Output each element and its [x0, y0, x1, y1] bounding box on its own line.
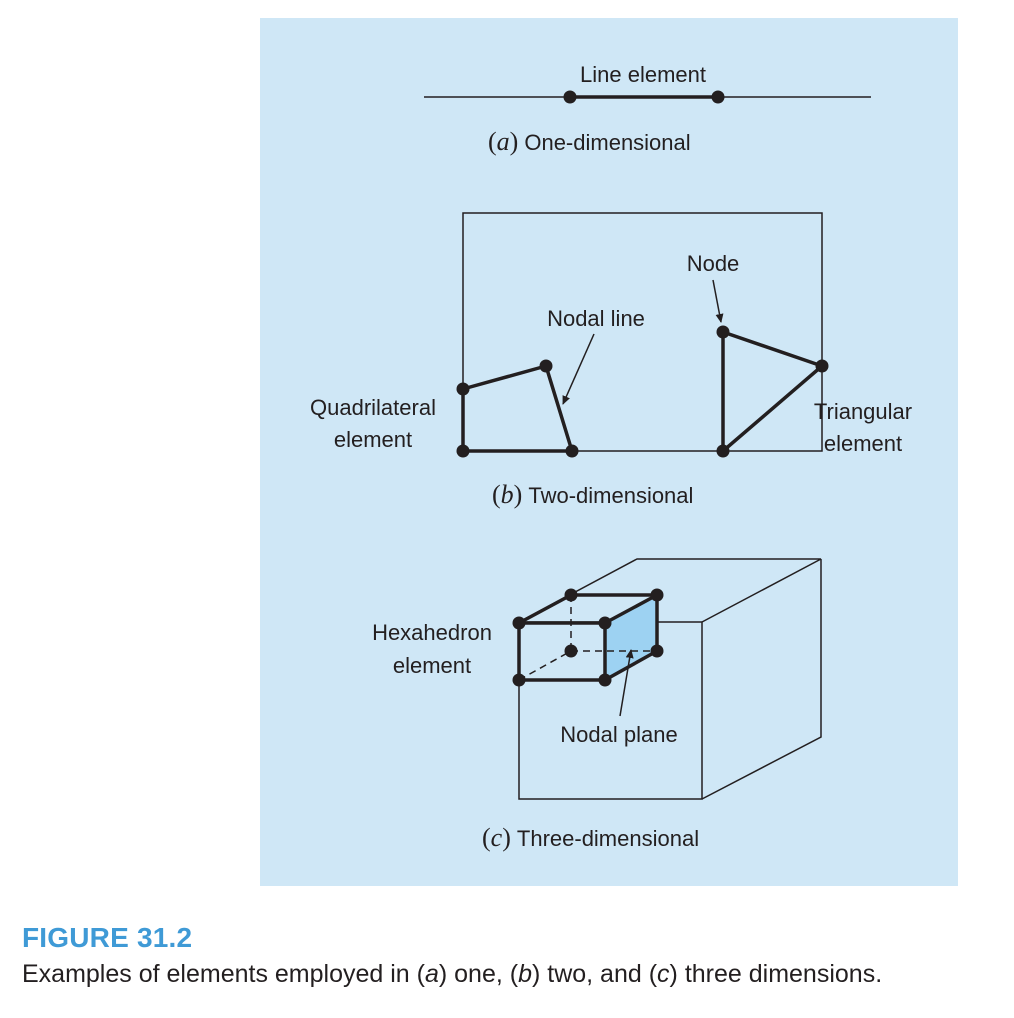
- node: [711, 90, 725, 104]
- node: [815, 359, 829, 373]
- nodal-plane-label: Nodal plane: [560, 722, 677, 747]
- node: [598, 616, 612, 630]
- triangular-label-line1: Triangular: [814, 399, 912, 424]
- two-dimensional-diagram: Node Nodal line Quadrilateral element Tr…: [310, 212, 912, 509]
- node: [650, 644, 664, 658]
- hexahedron-label-line2: element: [393, 653, 471, 678]
- node: [716, 325, 730, 339]
- nodal-line-pointer-arrow: [562, 333, 595, 405]
- triangular-label-line2: element: [824, 431, 902, 456]
- node: [456, 444, 470, 458]
- node: [564, 588, 578, 602]
- one-dimensional-diagram: Line element (a)One-dimensional: [424, 62, 871, 156]
- nodal-plane-pointer-arrow: [619, 649, 634, 717]
- node: [563, 90, 577, 104]
- node: [512, 673, 526, 687]
- domain-rectangle: [462, 212, 823, 452]
- three-dimensional-diagram: Hexahedron element Nodal plane (c)Three-…: [372, 558, 822, 852]
- node: [564, 644, 578, 658]
- domain-box-top: [518, 558, 822, 623]
- figure-title: FIGURE 31.2: [22, 922, 193, 953]
- node: [598, 673, 612, 687]
- node: [716, 444, 730, 458]
- node: [650, 588, 664, 602]
- node-pointer-arrow: [712, 279, 724, 323]
- node: [456, 382, 470, 396]
- caption-c: (c)Three-dimensional: [482, 823, 699, 852]
- line-element-label: Line element: [580, 62, 706, 87]
- nodal-line-label: Nodal line: [547, 306, 645, 331]
- node: [565, 444, 579, 458]
- domain-box-side: [701, 559, 822, 800]
- figure-caption: Examples of elements employed in (a) one…: [22, 960, 883, 988]
- caption-b: (b)Two-dimensional: [492, 480, 693, 509]
- figure-panel: [260, 18, 958, 886]
- node: [512, 616, 526, 630]
- node: [539, 359, 553, 373]
- hexahedron-label-line1: Hexahedron: [372, 620, 492, 645]
- node-label: Node: [687, 251, 740, 276]
- triangular-element: [721, 330, 824, 453]
- caption-a: (a)One-dimensional: [488, 127, 691, 156]
- quadrilateral-label-line2: element: [334, 427, 412, 452]
- quadrilateral-element: [461, 364, 574, 453]
- quadrilateral-label-line1: Quadrilateral: [310, 395, 436, 420]
